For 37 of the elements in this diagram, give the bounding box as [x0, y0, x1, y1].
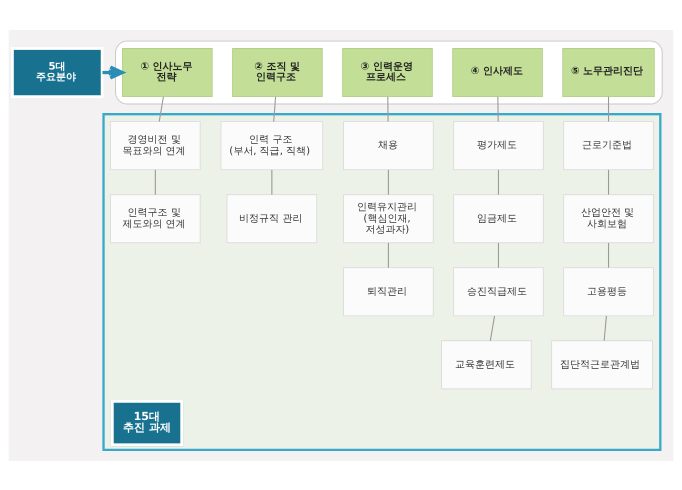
connector [608, 242, 610, 268]
node-box: 평가제도 [453, 120, 544, 170]
node-box: 승진직급제도 [453, 266, 544, 316]
node-box: 경영비전 및 목표와의 연계 [110, 120, 201, 170]
node-box: 근로기준법 [563, 120, 654, 170]
connector [154, 169, 156, 194]
connector [497, 96, 499, 122]
connector [388, 169, 389, 194]
connector [604, 315, 607, 340]
connector [608, 96, 610, 122]
connector [273, 96, 276, 122]
node-box: ⑤ 노무관리진단 [562, 48, 655, 97]
connector [271, 169, 272, 194]
node-box: 산업안전 및 사회보험 [563, 194, 654, 243]
connector [498, 169, 500, 194]
connector [387, 96, 389, 122]
node-box: ④ 인사제도 [452, 48, 543, 97]
node-box: 퇴직관리 [343, 266, 434, 316]
node-box: 인력 구조 (부서, 직급, 직책) [220, 120, 324, 170]
connector [608, 169, 610, 194]
node-box: ② 조직 및 인력구조 [232, 48, 323, 97]
node-box: 임금제도 [453, 194, 544, 243]
node-box: 교육훈련제도 [441, 340, 532, 389]
node-box: 인력구조 및 제도와의 연계 [110, 194, 201, 243]
node-box: 비정규직 관리 [226, 194, 318, 243]
connector [498, 242, 500, 268]
node-box: 채용 [343, 120, 434, 170]
node-box: 고용평등 [563, 266, 654, 316]
node-box: ③ 인력운영 프로세스 [342, 48, 433, 97]
node-box: 인력유지관리 (핵심인재, 저성과자) [343, 194, 434, 243]
connector [158, 96, 164, 122]
connector [490, 315, 496, 340]
connector [388, 242, 389, 268]
node-box: 집단적근로관계법 [551, 340, 653, 389]
cluster [115, 40, 663, 104]
node-box: ① 인사노무 전략 [122, 48, 213, 97]
node-box: 5대 주요분야 [11, 46, 104, 98]
